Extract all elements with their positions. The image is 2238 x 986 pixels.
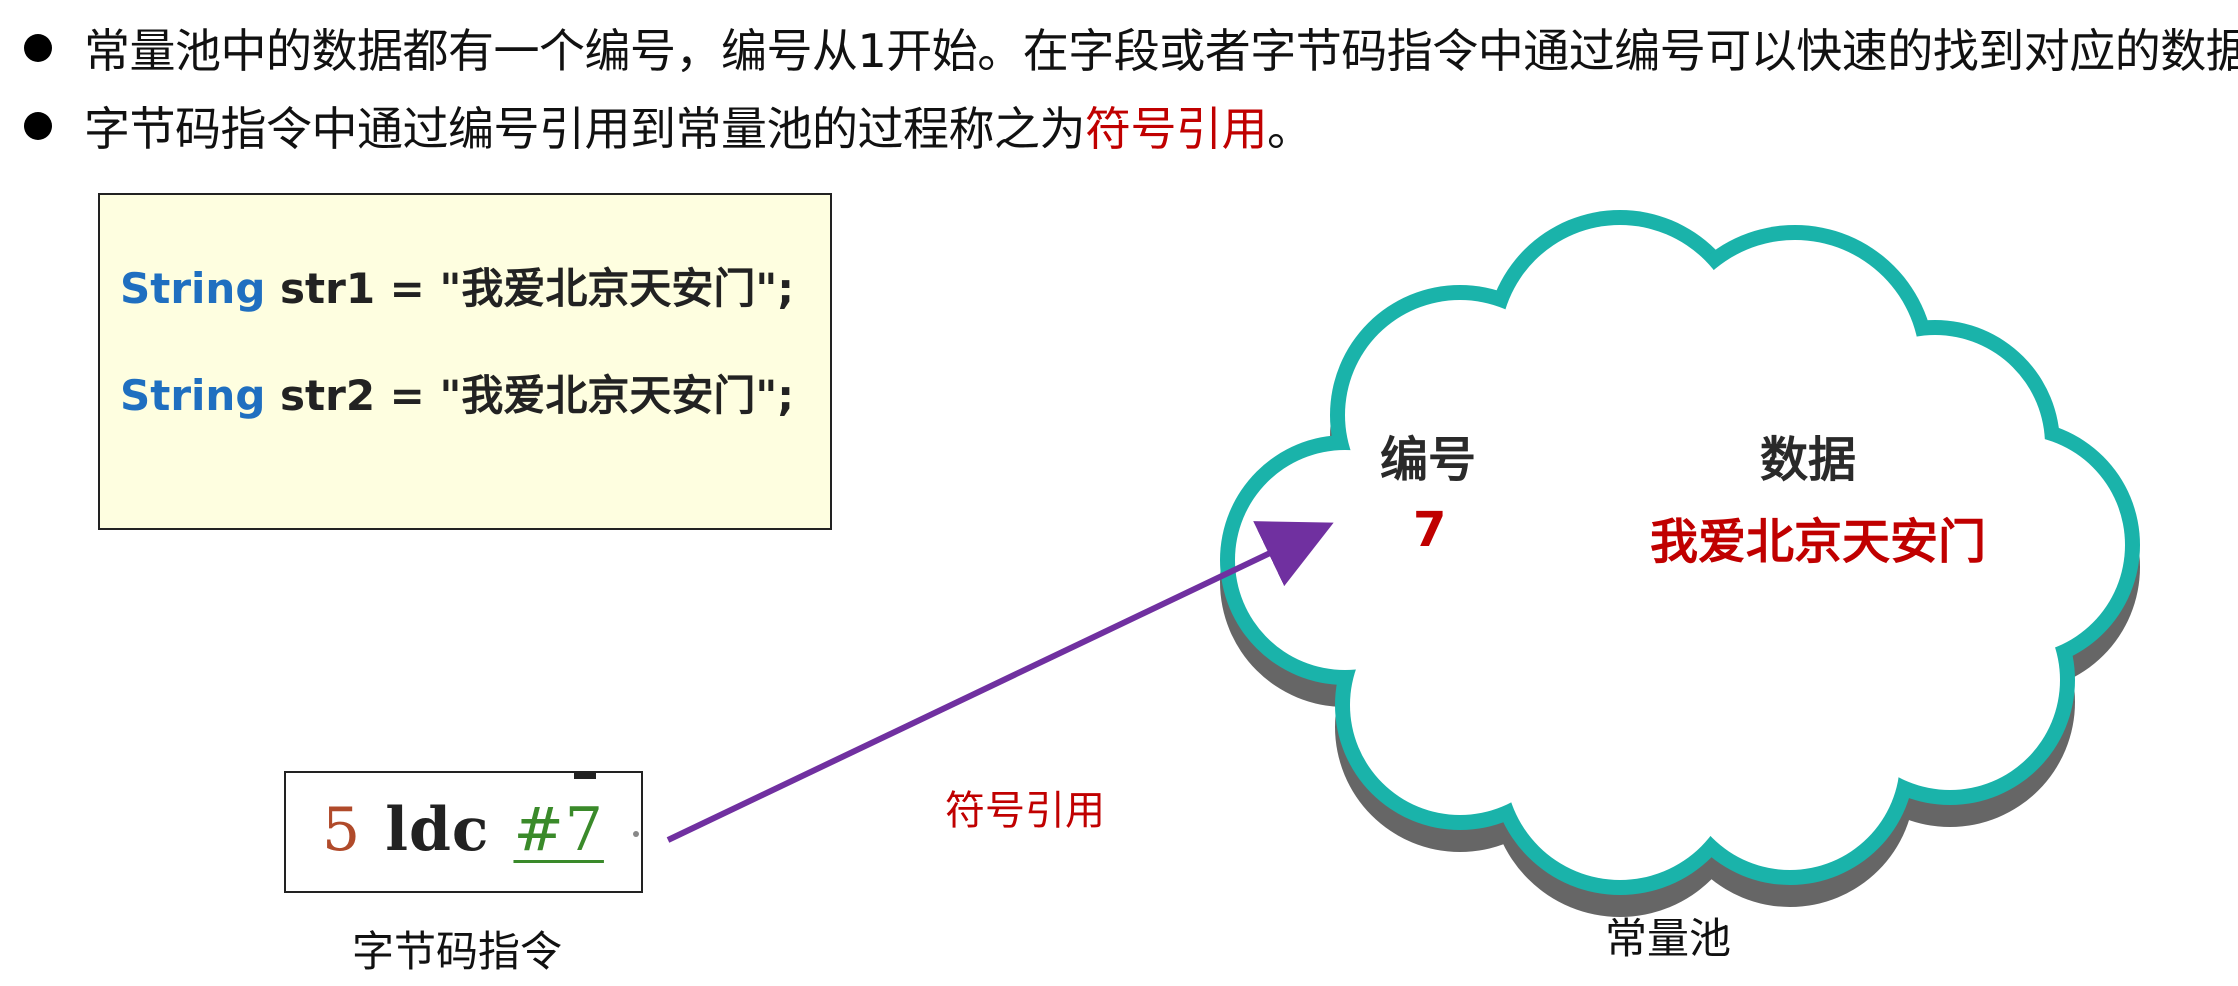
bytecode-instruction-box: 5 ldc #7 <box>284 771 643 893</box>
scan-artifact-dot <box>633 831 639 837</box>
pool-header-number: 编号 <box>1380 432 1477 488</box>
bytecode-caption: 字节码指令 <box>352 927 563 976</box>
code-snippet-box: String str1 = "我爱北京天安门"; String str2 = "… <box>98 193 832 530</box>
code-line-1: String str1 = "我爱北京天安门"; <box>120 255 794 316</box>
bytecode-instruction: 5 ldc #7 <box>322 795 604 865</box>
bullet-item-1: 常量池中的数据都有一个编号，编号从1开始。在字段或者字节码指令中通过编号可以快速… <box>24 18 2238 78</box>
pool-entry-number: 7 <box>1413 502 1447 558</box>
bytecode-opcode: ldc <box>385 795 490 865</box>
bytecode-constant-ref: #7 <box>513 795 604 865</box>
symbol-reference-highlight: 符号引用 <box>1085 102 1268 156</box>
arrow-label: 符号引用 <box>945 788 1105 834</box>
bytecode-index: 5 <box>322 795 362 865</box>
code-statement: str2 = "我爱北京天安门"; <box>265 371 795 420</box>
code-keyword: String <box>120 264 266 313</box>
constant-pool-caption: 常量池 <box>1605 914 1732 963</box>
bullet-text-2-end: 。 <box>1267 102 1313 156</box>
code-keyword: String <box>120 371 266 420</box>
bullet-text-2: 字节码指令中通过编号引用到常量池的过程称之为 <box>84 102 1086 156</box>
bullet-dot-icon <box>24 34 52 62</box>
pool-header-data: 数据 <box>1760 432 1857 488</box>
cloud-shadow <box>1220 232 2140 917</box>
bullet-dot-icon <box>24 112 52 140</box>
bullet-text-1: 常量池中的数据都有一个编号，编号从1开始。在字段或者字节码指令中通过编号可以快速… <box>84 24 2238 78</box>
pool-entry-data: 我爱北京天安门 <box>1650 514 1987 570</box>
bullet-item-2: 字节码指令中通过编号引用到常量池的过程称之为符号引用。 <box>24 96 1313 156</box>
code-line-2: String str2 = "我爱北京天安门"; <box>120 362 794 423</box>
code-statement: str1 = "我爱北京天安门"; <box>265 264 795 313</box>
scan-artifact-mark <box>574 773 596 779</box>
